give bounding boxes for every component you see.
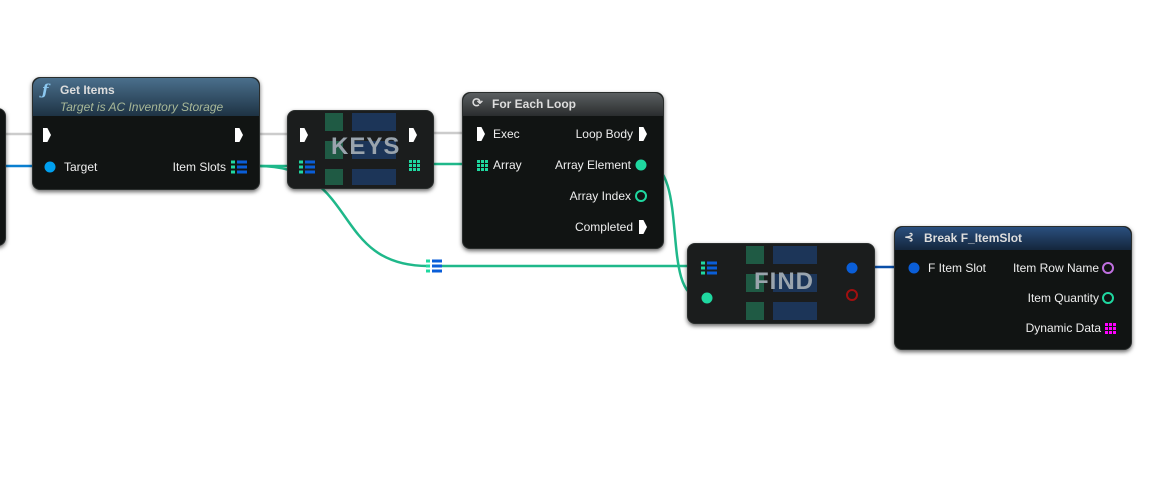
for-each-loop-node[interactable]: ⟳ For Each Loop Exec Array Loop Body Arr… — [462, 92, 664, 249]
macro-icon: ⟳ — [472, 95, 483, 110]
exec-label: Exec — [493, 127, 520, 141]
completed-label: Completed — [574, 220, 633, 234]
item-row-name-pin[interactable] — [1102, 262, 1114, 274]
item-quantity-pin[interactable] — [1102, 292, 1114, 304]
array-label: Array — [493, 158, 522, 172]
node-title: FIND — [754, 268, 814, 295]
map-in-pin[interactable] — [299, 160, 315, 174]
break-icon: ⊰ — [904, 230, 915, 244]
map-in-pin[interactable] — [701, 261, 717, 275]
dynamic-data-pin[interactable] — [1105, 322, 1117, 334]
function-icon: ƒ — [42, 81, 49, 99]
node-decoration — [325, 113, 343, 185]
f-item-slot-pin[interactable] — [908, 262, 920, 274]
item-slots-label: Item Slots — [172, 160, 226, 174]
partial-node[interactable] — [0, 108, 6, 246]
array-index-pin[interactable] — [635, 190, 647, 202]
get-items-node[interactable]: ƒ Get Items Target is AC Inventory Stora… — [32, 77, 260, 190]
array-element-label: Array Element — [554, 158, 631, 172]
item-quantity-label: Item Quantity — [1027, 291, 1099, 305]
node-title: KEYS — [331, 133, 401, 160]
node-header: ⊰ Break F_ItemSlot — [895, 227, 1131, 250]
node-decoration — [746, 246, 764, 320]
item-row-name-label: Item Row Name — [1012, 261, 1099, 275]
array-out-pin[interactable] — [409, 159, 421, 171]
found-out-pin[interactable] — [846, 289, 858, 301]
node-decoration — [352, 113, 396, 185]
f-item-slot-label: F Item Slot — [928, 261, 987, 275]
node-subtitle: Target is AC Inventory Storage — [60, 100, 224, 114]
reroute-node[interactable] — [426, 259, 442, 273]
array-index-label: Array Index — [569, 189, 631, 203]
target-label: Target — [64, 160, 98, 174]
node-title: Break F_ItemSlot — [924, 231, 1023, 245]
node-header: ⟳ For Each Loop — [463, 93, 663, 116]
node-title: For Each Loop — [492, 97, 576, 111]
loop-body-label: Loop Body — [575, 127, 633, 141]
break-item-slot-node[interactable]: ⊰ Break F_ItemSlot F Item Slot Item Row … — [894, 226, 1132, 350]
node-title: Get Items — [60, 83, 115, 97]
node-decoration — [773, 246, 817, 320]
find-node[interactable]: FIND — [687, 243, 875, 324]
dynamic-data-label: Dynamic Data — [1025, 321, 1101, 335]
node-header: ƒ Get Items Target is AC Inventory Stora… — [33, 78, 259, 116]
key-in-pin[interactable] — [701, 292, 713, 304]
target-pin[interactable] — [44, 161, 56, 173]
array-in-pin[interactable] — [477, 159, 489, 171]
value-out-pin[interactable] — [846, 262, 858, 274]
array-element-pin[interactable] — [635, 159, 647, 171]
keys-node[interactable]: KEYS — [287, 110, 434, 189]
item-slots-pin[interactable] — [231, 160, 247, 174]
